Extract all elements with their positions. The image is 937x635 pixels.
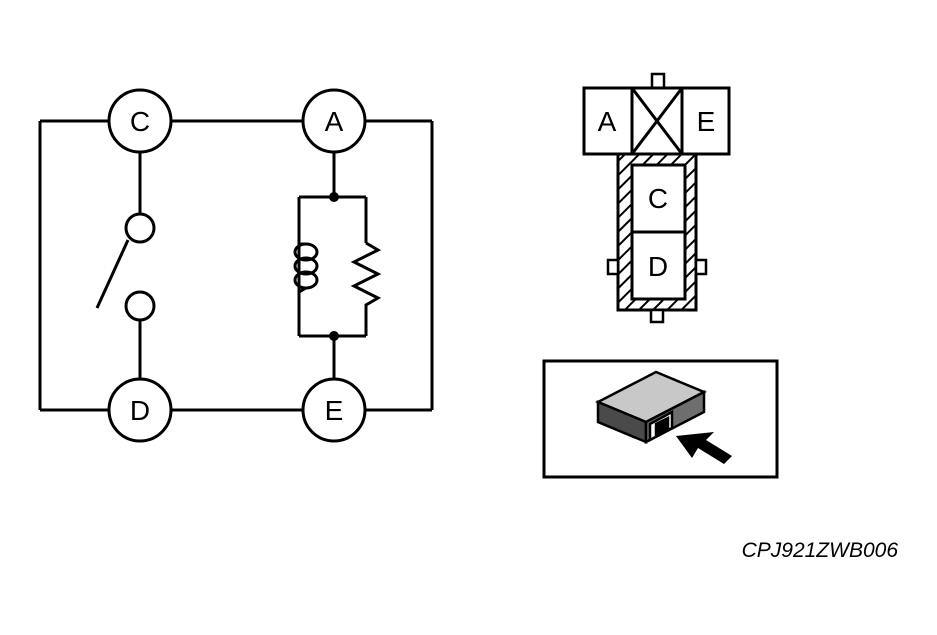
terminal-d-label: D (130, 395, 150, 426)
junction-dot-bottom (329, 331, 339, 341)
connector-cavity-c (630, 163, 687, 234)
junction-dot-top (329, 192, 339, 202)
connector-top-tab (650, 72, 666, 90)
connector-pin-a-label: A (598, 106, 617, 137)
terminal-a-label: A (325, 106, 344, 137)
connector-right-tab (694, 258, 708, 276)
connector-face: A E C D (582, 72, 731, 324)
resistor (350, 241, 382, 336)
connector-left-tab (606, 258, 620, 276)
terminal-e: E (301, 377, 367, 443)
connector-pin-e-label: E (697, 106, 716, 137)
schematic-wiring (38, 119, 434, 412)
connector-pin-d-label: D (648, 251, 668, 282)
relay-box-icon (595, 370, 707, 445)
terminal-c: C (107, 88, 173, 154)
figure-code: CPJ921ZWB006 (742, 539, 899, 562)
blank-cavity-x-icon (630, 87, 684, 155)
connector-bottom-tab (649, 308, 665, 324)
relay-inset (542, 359, 779, 479)
terminal-d: D (107, 377, 173, 443)
arrow-icon (676, 432, 732, 464)
inductor-coil (293, 242, 319, 294)
coil-resistor-network (293, 152, 382, 379)
terminal-a: A (301, 88, 367, 154)
terminal-e-label: E (325, 395, 344, 426)
switch (95, 152, 156, 379)
connector-pin-c-label: C (648, 183, 668, 214)
connector-cavity-d (630, 230, 687, 301)
terminal-c-label: C (130, 106, 150, 137)
